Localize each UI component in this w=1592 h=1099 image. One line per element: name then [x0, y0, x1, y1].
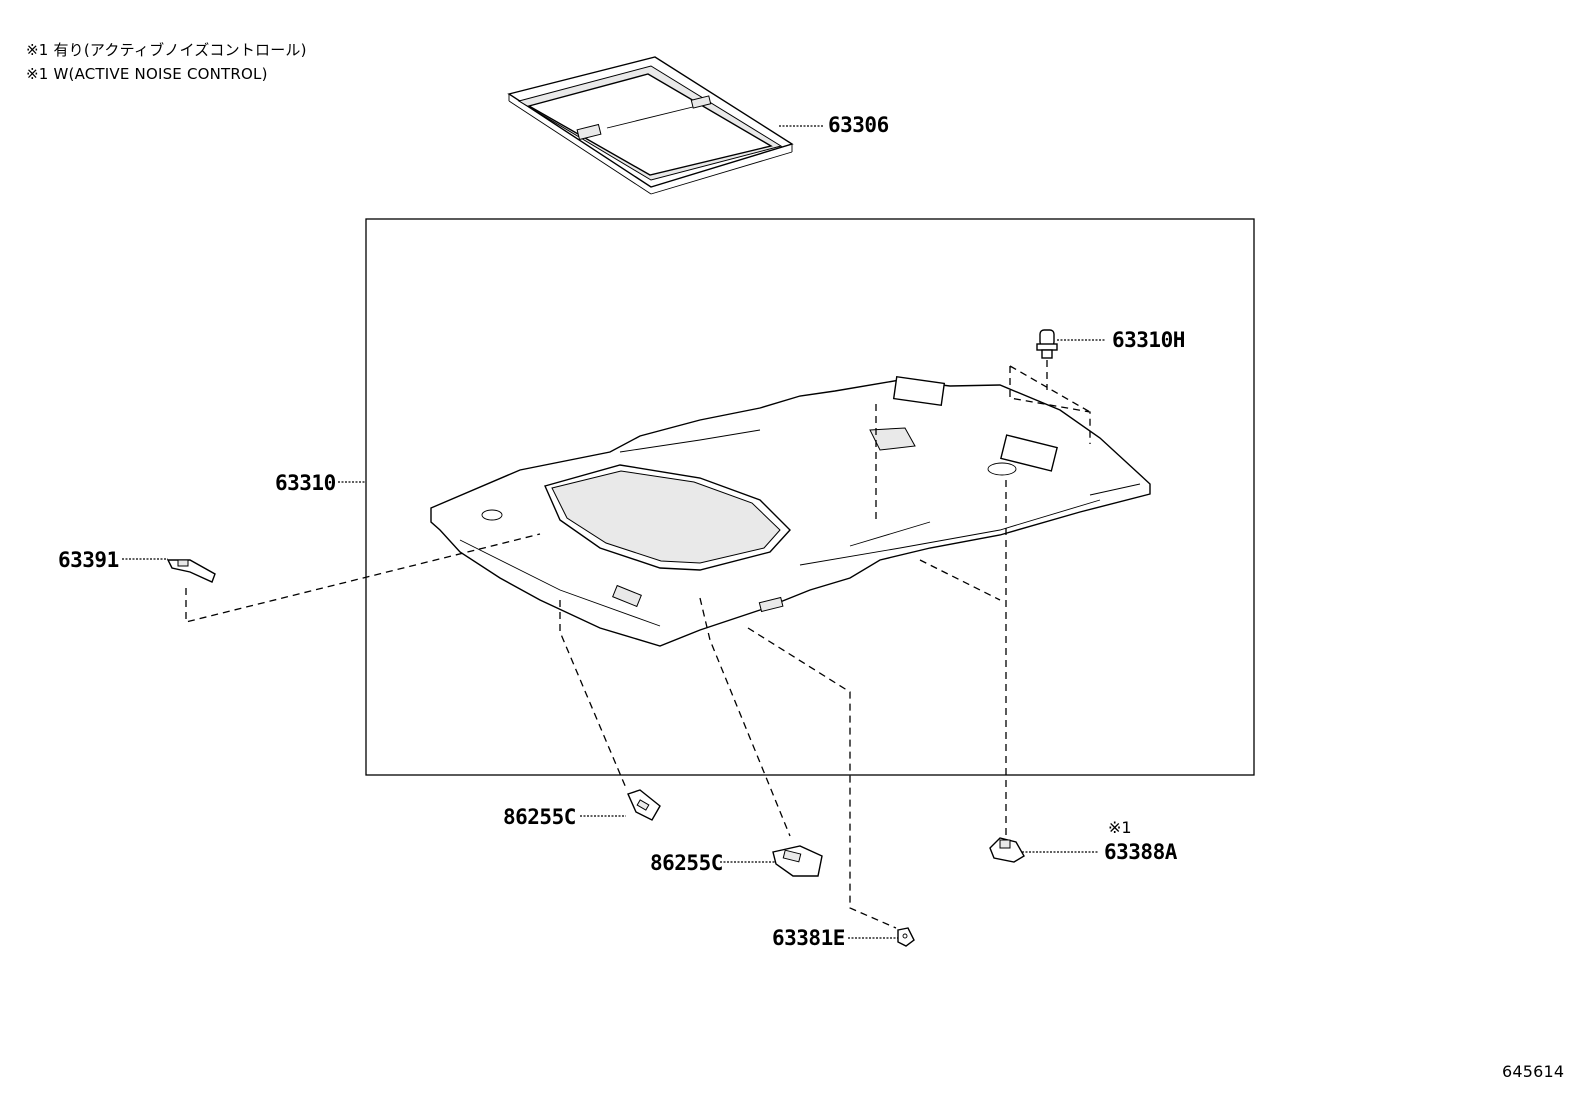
dash-63381E: [747, 627, 897, 929]
part-label-63310: 63310: [275, 471, 336, 495]
dash-63391: [185, 533, 541, 623]
diagram-id: 645614: [1502, 1062, 1565, 1081]
part-63306-panel: [507, 56, 794, 195]
dash-86255C-upper: [559, 600, 627, 789]
part-86255C-lower: [772, 845, 823, 877]
part-63391-bracket: [166, 559, 216, 583]
part-63381E-clip: [897, 927, 915, 947]
group-frame: [365, 218, 1255, 776]
part-label-86255C-lower: 86255C: [650, 851, 723, 875]
part-label-86255C-upper: 86255C: [503, 805, 576, 829]
part-label-63381E: 63381E: [772, 926, 845, 950]
note-mark-63388A: ※1: [1108, 818, 1132, 837]
part-label-63388A: 63388A: [1104, 840, 1177, 864]
dash-right: [919, 559, 1001, 601]
part-label-63391: 63391: [58, 548, 119, 572]
dash-63310H: [1009, 360, 1091, 444]
part-86255C-upper: [627, 789, 661, 821]
dash-86255C-lower: [699, 597, 791, 837]
part-63310-headliner: [430, 375, 1151, 647]
part-label-63306: 63306: [828, 113, 889, 137]
note-line-jp: ※1 有り(アクティブノイズコントロール): [26, 41, 307, 59]
part-label-63310H: 63310H: [1112, 328, 1185, 352]
part-63310H-clip: [1036, 329, 1058, 359]
part-63388A-mic: [989, 837, 1025, 863]
note-line-en: ※1 W(ACTIVE NOISE CONTROL): [26, 65, 268, 83]
